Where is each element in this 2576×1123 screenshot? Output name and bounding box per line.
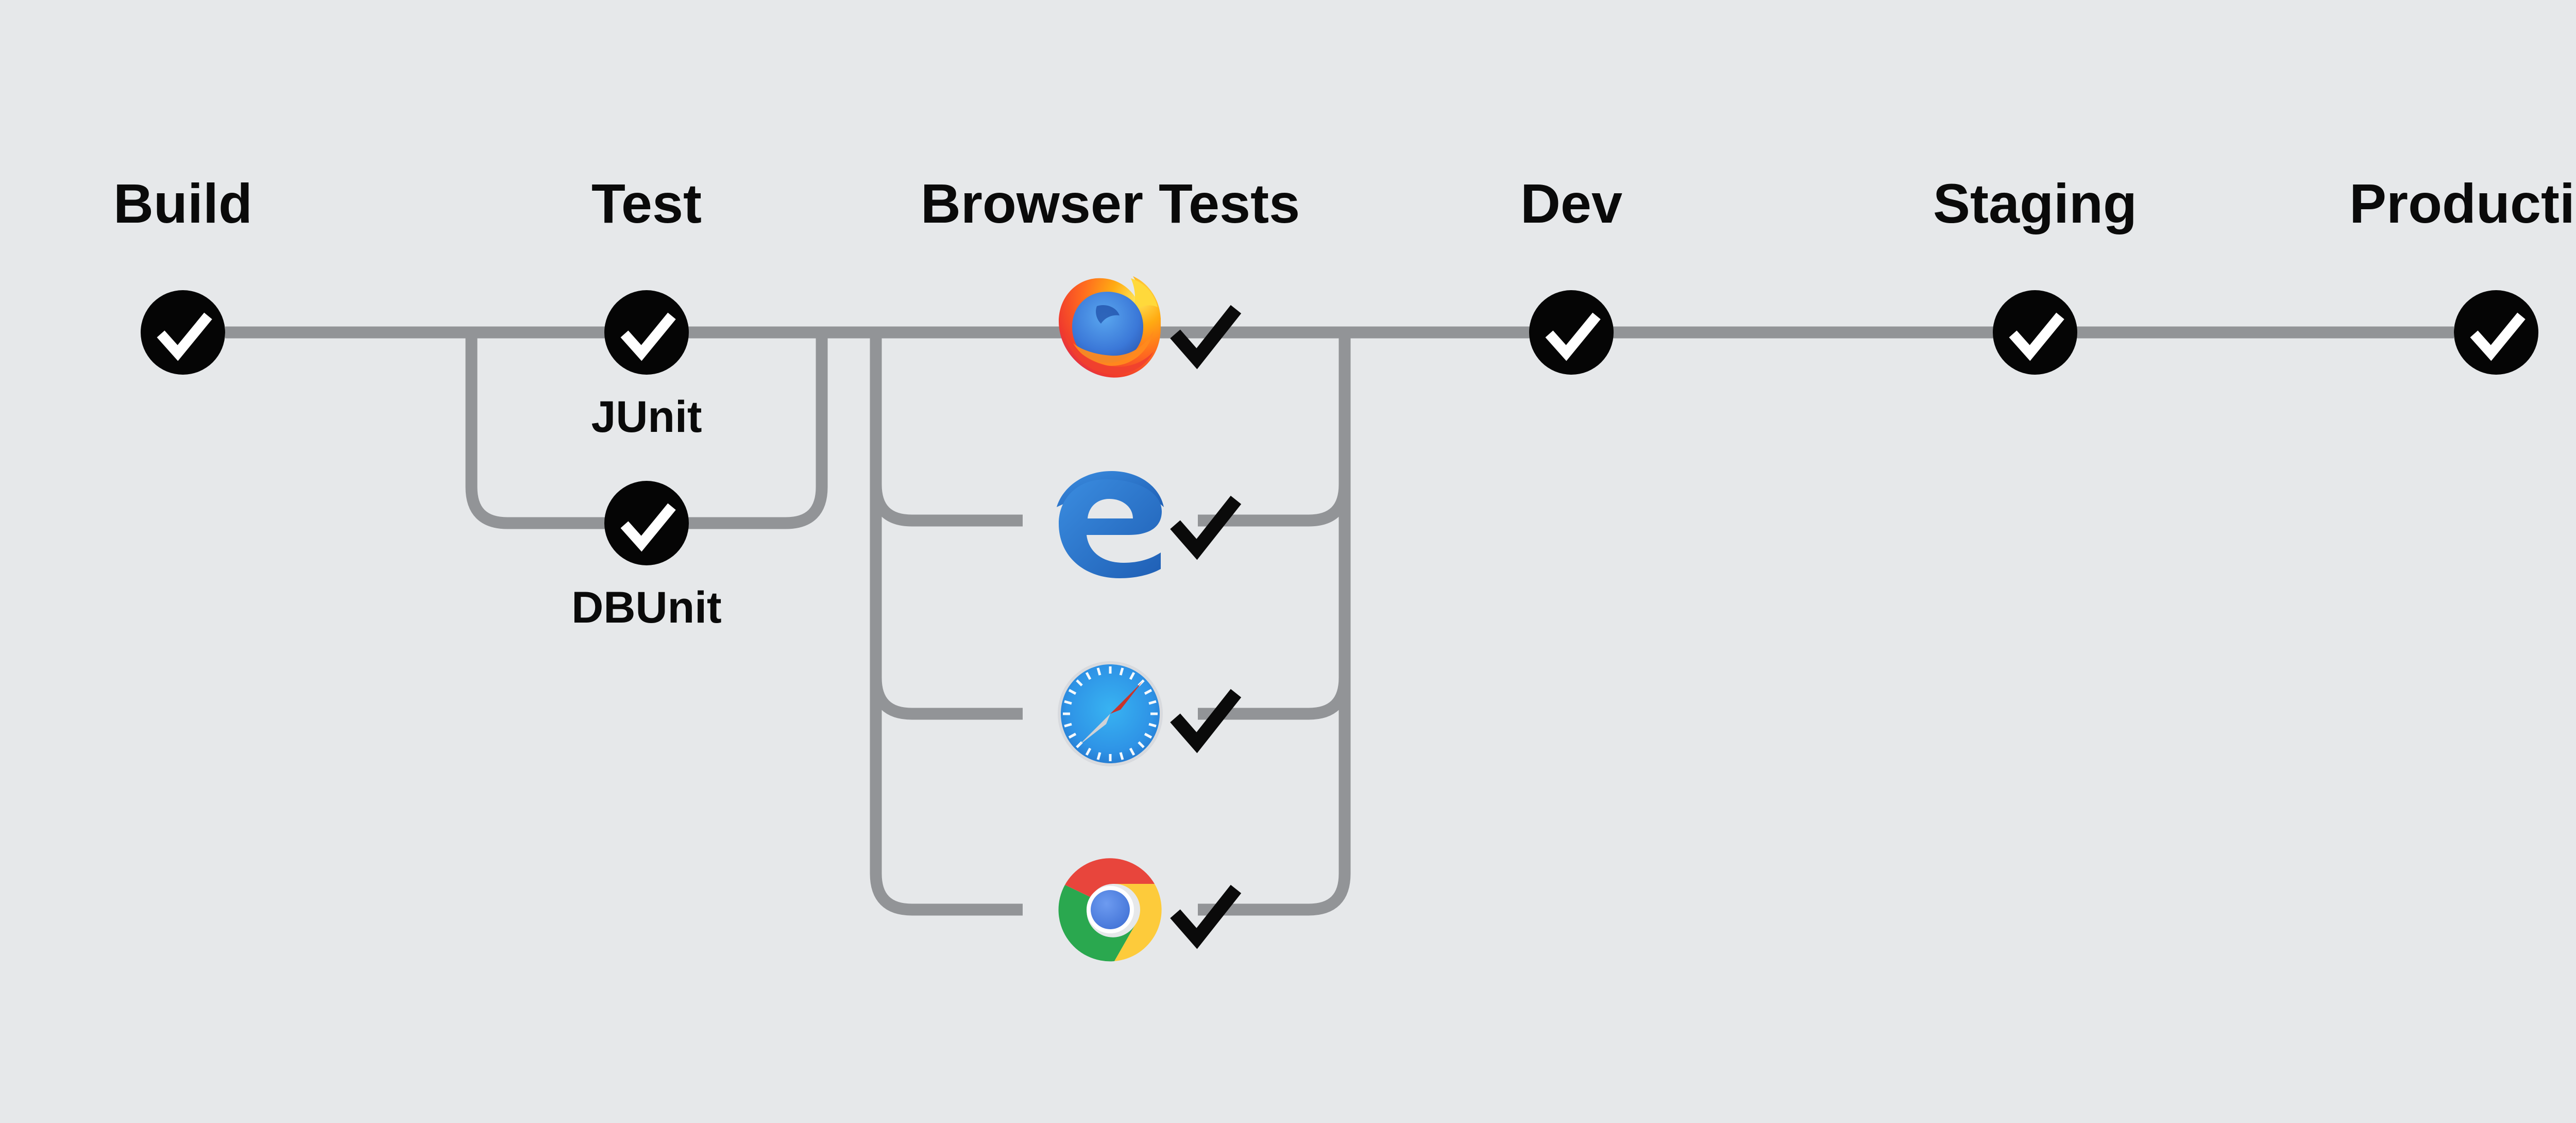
node-circle — [2454, 290, 2538, 375]
check-icon — [1545, 312, 1601, 361]
safari-icon — [1058, 661, 1163, 766]
browser-join-spine — [1198, 332, 1351, 916]
test-job-labels: JUnit DBUnit — [571, 392, 721, 632]
browser-node-chrome[interactable] — [1058, 858, 1242, 962]
check-icon — [2009, 312, 2064, 361]
firefox-icon — [1059, 276, 1161, 378]
node-dbunit[interactable] — [604, 481, 689, 565]
check-icon — [1170, 884, 1242, 949]
test-fork-left-branch — [465, 332, 605, 529]
job-label-dbunit: DBUnit — [571, 583, 721, 632]
node-circle — [604, 481, 689, 565]
node-production[interactable] — [2454, 290, 2538, 375]
check-icon — [2470, 312, 2526, 361]
check-icon — [1170, 305, 1242, 370]
check-icon — [1170, 495, 1242, 560]
browser-node-safari[interactable] — [1058, 661, 1242, 766]
stage-label-build: Build — [113, 172, 252, 234]
node-dev[interactable] — [1529, 290, 1614, 375]
browser-join-branch-safari — [1198, 677, 1351, 720]
stage-label-test: Test — [591, 172, 702, 234]
check-icon — [620, 503, 676, 552]
stage-labels: Build Test Browser Tests Dev Staging Pro… — [113, 172, 2576, 234]
node-circle — [141, 290, 225, 375]
stage-nodes — [141, 290, 2538, 565]
node-circle — [604, 290, 689, 375]
node-circle — [1993, 290, 2077, 375]
stage-label-production: Production — [2349, 172, 2576, 234]
browser-fork-spine — [870, 332, 1023, 916]
check-icon — [1170, 689, 1242, 753]
check-icon — [157, 312, 212, 361]
test-join-right-branch — [688, 332, 828, 529]
connector-lines — [225, 326, 2454, 916]
node-junit[interactable] — [604, 290, 689, 375]
stage-label-dev: Dev — [1520, 172, 1622, 234]
browser-fork-branch-edge — [870, 484, 1023, 527]
chrome-icon — [1058, 858, 1162, 962]
node-build[interactable] — [141, 290, 225, 375]
node-circle — [1529, 290, 1614, 375]
browser-node-edge[interactable] — [1057, 471, 1242, 578]
stage-label-browser-tests: Browser Tests — [921, 172, 1300, 234]
edge-icon — [1057, 471, 1164, 578]
stage-label-staging: Staging — [1933, 172, 2137, 234]
node-staging[interactable] — [1993, 290, 2077, 375]
browser-fork-branch-safari — [870, 677, 1023, 720]
check-icon — [620, 312, 676, 361]
job-label-junit: JUnit — [591, 392, 702, 442]
browser-node-firefox[interactable] — [1059, 276, 1242, 378]
browser-join-branch-edge — [1198, 484, 1351, 527]
